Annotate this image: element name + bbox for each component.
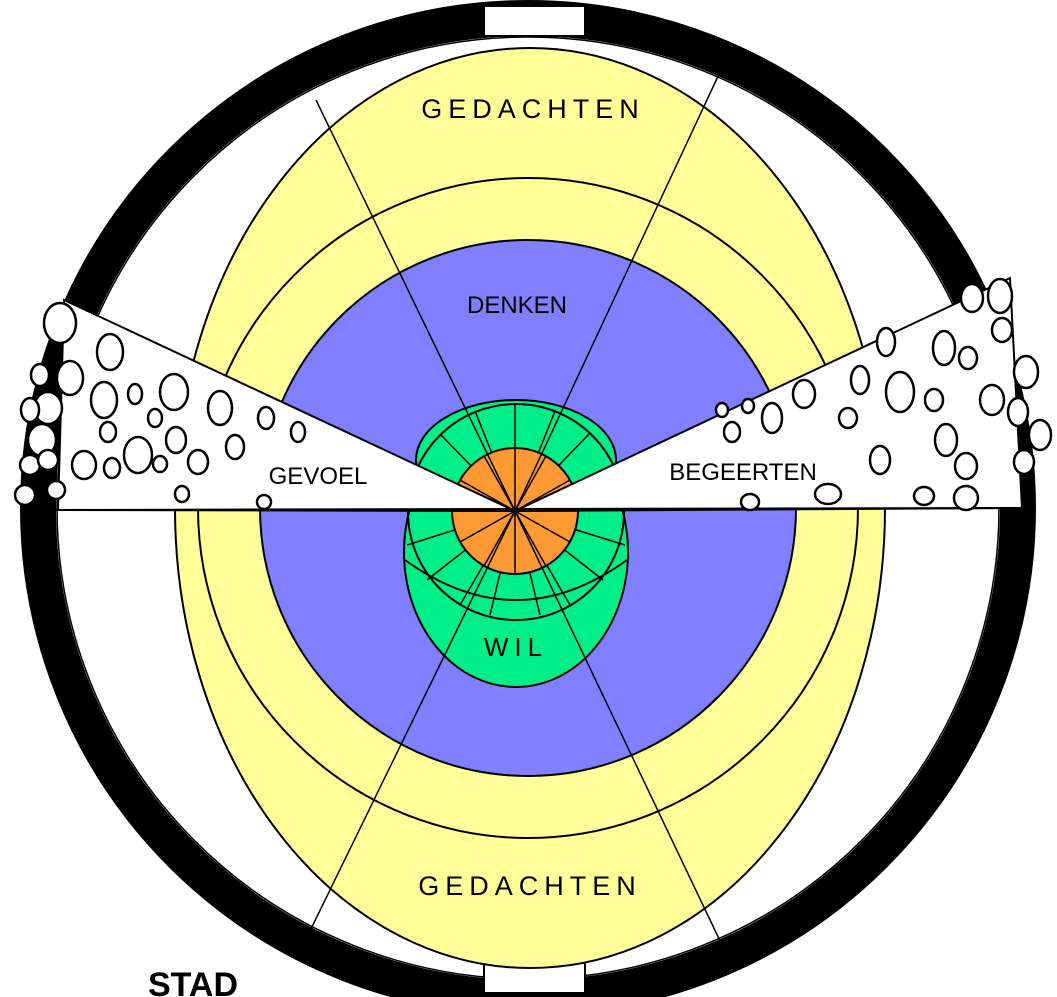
label-begeerten: BEGEERTEN [669, 459, 817, 486]
label-gedachten-bottom: GEDACHTEN [418, 871, 642, 901]
top-gate [484, 6, 585, 36]
label-gevoel: GEVOEL [269, 463, 368, 490]
label-stad: STAD [148, 966, 238, 997]
label-gedachten-top: GEDACHTEN [421, 94, 645, 124]
label-denken: DENKEN [467, 292, 567, 319]
label-wil: WIL [484, 632, 548, 662]
